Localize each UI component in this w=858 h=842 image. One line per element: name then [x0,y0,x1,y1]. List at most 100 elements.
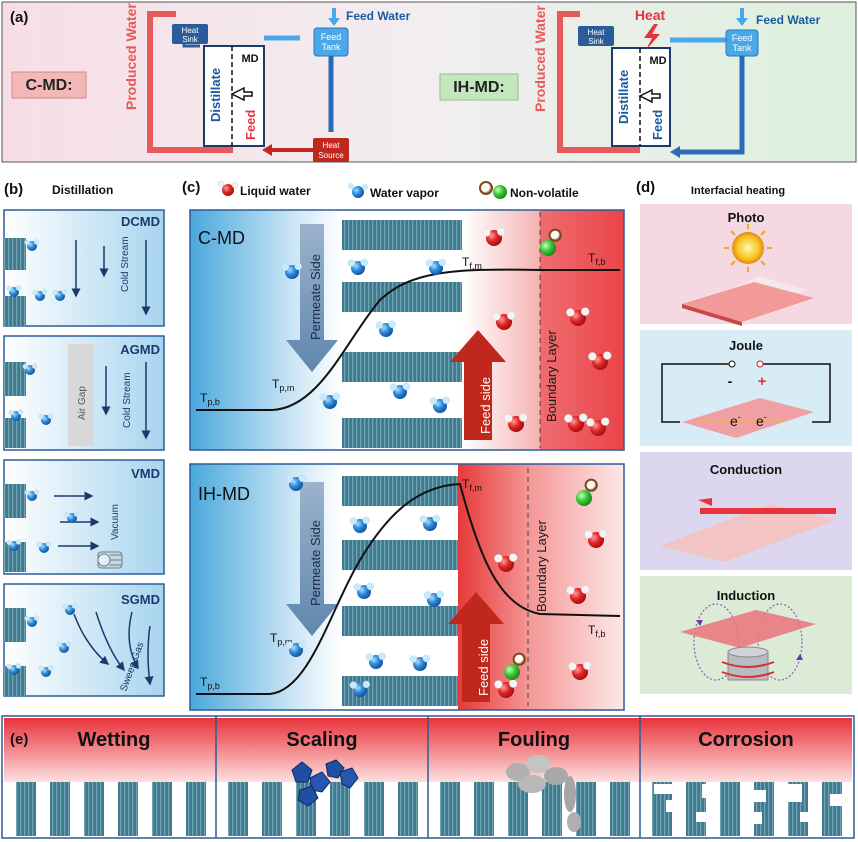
agmd-gap: Air Gap [77,386,88,420]
ihmd-feed-tank-l2: Tank [732,43,752,53]
cmd-membrane-block-4 [342,418,462,448]
vmd-name: VMD [131,466,160,481]
ihmd-permeate-label: Permeate Side [308,520,323,606]
cmd-heat-sink-l1: Heat [182,26,200,35]
dcmd-box: DCMD Cold Stream [3,209,165,327]
agmd-stream: Cold Stream [122,372,133,428]
panel-c-legend: Liquid water Water vapor Non-volatile [217,180,579,200]
sgmd-membrane-a [4,608,26,642]
joule-terminal-plus [756,360,764,368]
corrosion-damage [654,784,846,824]
induction-heating-box: Induction [640,576,852,694]
fouling-deposit [506,755,581,832]
photo-membrane-top [682,282,814,322]
ihmd-tag-box [439,73,519,101]
membrane-pillar [822,782,842,836]
ihmd-produced-water: Produced Water [532,5,548,112]
cmd-profile-panel: C-MD Permeate Side Feed side Boundary La… [189,209,625,451]
water-vapor-molecule-icon [24,615,40,627]
legend-nonvolatile-icon [479,181,507,199]
cmd-permeate-label: Permeate Side [308,254,323,340]
agmd-membrane-b [4,418,26,448]
ihmd-feed-label: Feed side [476,639,491,696]
liquid-water-molecule-icon [494,553,518,572]
ihmd-md-label: MD [649,55,666,67]
cmd-tfb: Tf,b [588,251,605,267]
water-vapor-molecule-icon [375,320,396,337]
joule-title: Joule [729,338,763,353]
membrane-pillar [508,782,528,836]
water-vapor-molecule-icon [6,285,22,297]
ihmd-heat-sink-l2: Sink [588,37,605,46]
membrane-pillar [610,782,630,836]
panel-a-label: (a) [10,9,28,26]
membrane-pillar [152,782,172,836]
water-vapor-molecule-icon [389,382,410,399]
cmd-heat-sink [172,24,208,44]
photo-heating-box: Photo [640,204,852,326]
sgmd-box: SGMD Sweep Gas [3,583,165,697]
cmd-membrane-block-3 [342,352,462,382]
legend-liquid-label: Liquid water [240,184,311,198]
water-vapor-molecule-icon [285,640,306,657]
agmd-membrane-a [4,362,26,396]
water-vapor-molecule-icon [8,409,24,421]
panel-b-title: Distillation [52,183,113,197]
ihmd-panel-name: IH-MD [198,484,250,504]
ihmd-feed-arrow-icon [448,592,504,702]
vmd-membrane-b [4,542,26,572]
joule-terminal-minus [728,360,736,368]
ihmd-heat-bolt-icon [644,24,660,50]
water-vapor-molecule-icon [425,258,446,275]
wetting-title: Wetting [78,729,151,751]
membrane-pillar [720,782,740,836]
panel-b: (b) Distillation DCMD Cold Stream AGMD A… [3,181,165,697]
panel-b-label: (b) [4,181,23,198]
legend-nonvolatile-label: Non-volatile [510,186,579,200]
cmd-heat-sink-l2: Sink [182,35,199,44]
scaling-title: Scaling [286,729,357,751]
nonvolatile-solute-icon [576,478,598,506]
liquid-water-molecule-icon [564,413,588,432]
induction-membrane [680,610,816,648]
membrane-pillar [542,782,562,836]
photo-membrane-edge [682,304,742,326]
ihmd-permeate-arrow-icon [286,482,338,636]
cmd-distillate: Distillate [208,68,223,122]
membrane-pillar [186,782,206,836]
ihmd-feed-arrow-icon [670,146,680,158]
water-vapor-molecule-icon [347,258,368,275]
legend-vapor-label: Water vapor [370,186,439,200]
cmd-tag-box [11,71,87,99]
conduction-contact-icon [698,498,712,506]
sgmd-name: SGMD [121,592,160,607]
water-vapor-molecule-icon [24,239,40,251]
panel-c: (c) Liquid water Water vapor Non-volatil… [182,179,625,711]
vmd-membrane-a [4,484,26,518]
membrane-pillar [118,782,138,836]
water-vapor-molecule-icon [423,590,444,607]
water-vapor-molecule-icon [24,489,40,501]
ihmd-membrane-block-3 [342,606,458,636]
cmd-feed-tank-l2: Tank [321,42,341,52]
induction-title: Induction [717,588,776,603]
liquid-water-molecule-icon [568,661,592,680]
panel-e-label: (e) [10,731,28,748]
ihmd-heat-sink-l1: Heat [588,28,606,37]
panel-d-label: (d) [636,179,655,196]
liquid-water-molecule-icon [492,311,516,330]
field-arrow-right-icon [796,654,803,660]
cmd-feed-arrow-icon [450,330,506,440]
membrane-pillar [440,782,460,836]
water-vapor-molecule-icon [32,289,48,301]
conduction-membrane [660,504,836,562]
membrane-pillar [364,782,384,836]
ihmd-feed-water: Feed Water [756,13,821,27]
liquid-water-molecule-icon [566,307,590,326]
cmd-produced-water: Produced Water [123,3,139,110]
cmd-md-module [203,45,265,147]
liquid-water-molecule-icon [584,529,608,548]
joule-wire-right [762,363,831,423]
ihmd-membrane-block-2 [342,540,458,570]
